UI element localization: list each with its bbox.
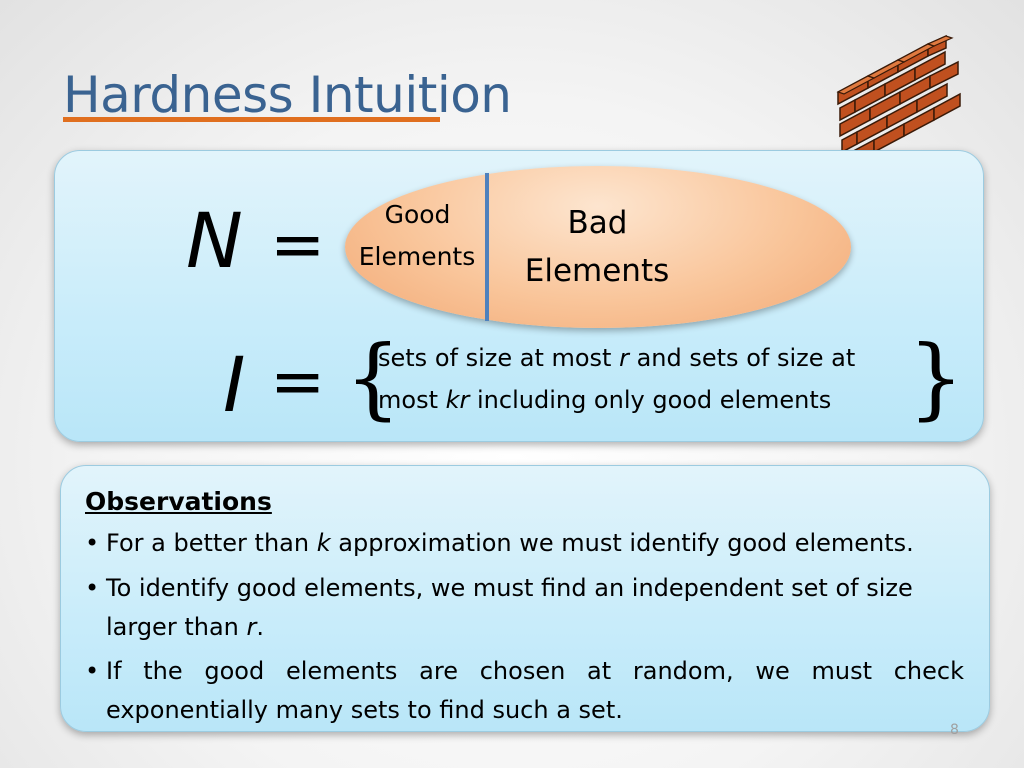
observations-heading: Observations	[85, 487, 272, 516]
brick-wall-icon	[836, 34, 961, 170]
set-line1-r: r	[619, 344, 629, 372]
n-variable: N	[186, 196, 243, 285]
bullet-3-line-2: exponentially many sets to find such a s…	[106, 696, 623, 724]
set-line2-text-a: most	[378, 386, 446, 414]
good-elements-label-2: Elements	[358, 242, 476, 271]
bullet-2-line-1: To identify good elements, we must find …	[106, 574, 913, 602]
bullet-3-marker: •	[85, 657, 100, 685]
page-number: 8	[950, 722, 959, 738]
bullet-3-line-1: If the good elements are chosen at rando…	[106, 657, 964, 685]
bullet-1-text: For a better than k approximation we mus…	[106, 529, 964, 557]
n-equals-sign: =	[270, 206, 326, 283]
set-line1-text-b: and sets of size at	[628, 344, 856, 372]
ellipse-divider	[485, 173, 489, 321]
title-underline	[63, 117, 440, 122]
bullet-2-text-a: larger than	[106, 613, 247, 641]
slide-title: Hardness Intuition	[63, 66, 512, 124]
bullet-1-text-b: approximation we must identify good elem…	[330, 529, 914, 557]
open-brace: {	[345, 326, 401, 429]
bullet-2-line-2: larger than r.	[106, 613, 964, 641]
set-line2-kr: kr	[445, 386, 470, 414]
elements-ellipse	[345, 166, 851, 328]
set-line2-text-b: including only good elements	[469, 386, 832, 414]
bullet-1-text-a: For a better than	[106, 529, 317, 557]
bullet-1-k: k	[316, 529, 331, 557]
good-elements-label-1: Good	[384, 200, 451, 229]
i-variable: I	[223, 340, 246, 429]
observations-panel	[60, 465, 990, 732]
bullet-2-marker: •	[85, 574, 100, 602]
set-definition-line-1: sets of size at most r and sets of size …	[378, 344, 855, 372]
bullet-1-marker: •	[85, 529, 100, 557]
bullet-2-text-b: .	[256, 613, 264, 641]
bullet-2-r: r	[246, 613, 257, 641]
close-brace: }	[908, 326, 964, 429]
set-definition-line-2: most kr including only good elements	[378, 386, 831, 414]
bad-elements-label-1: Bad	[567, 205, 628, 241]
bad-elements-label-2: Elements	[524, 253, 670, 289]
i-equals-sign: =	[270, 343, 326, 420]
set-line1-text-a: sets of size at most	[378, 344, 620, 372]
